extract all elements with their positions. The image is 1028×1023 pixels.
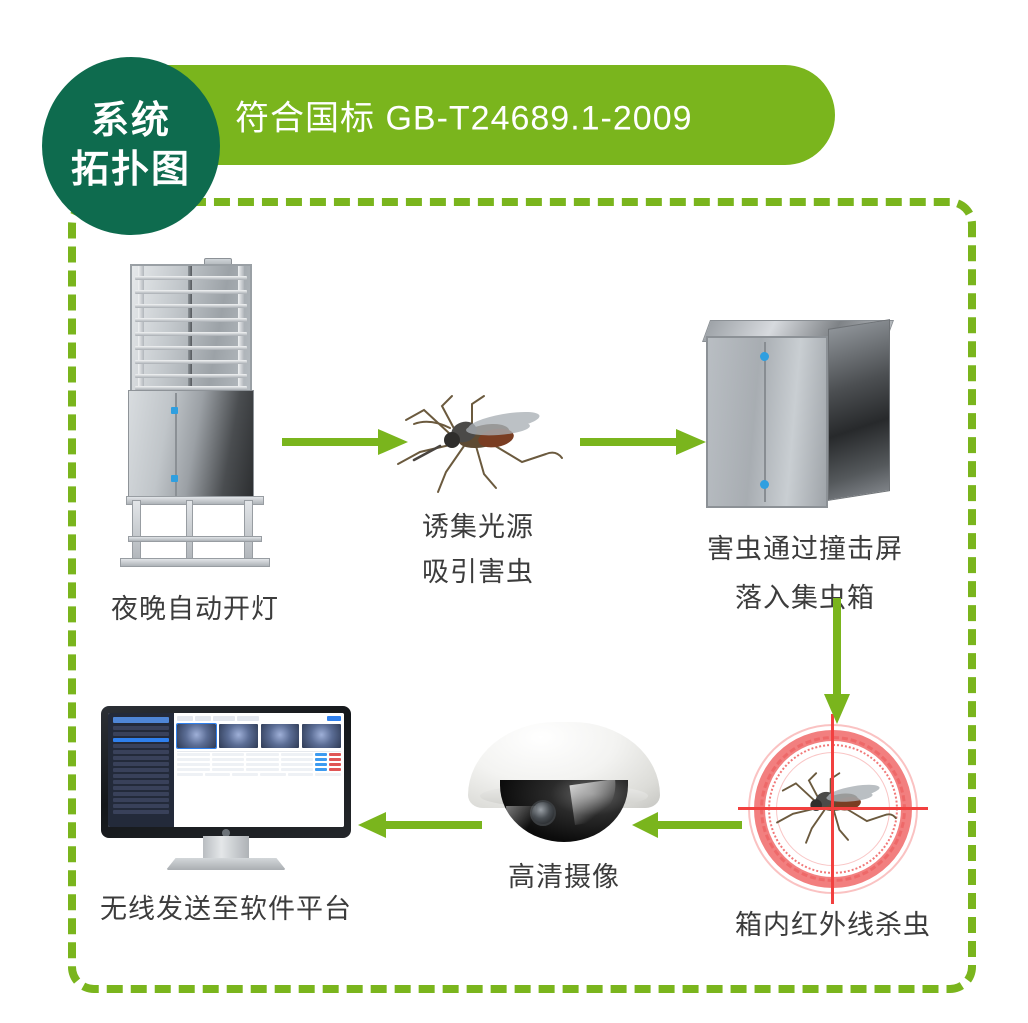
monitor-logo-icon (222, 829, 230, 837)
arrow-trap-to-mosquito (282, 429, 408, 455)
dashboard-main-panel (174, 713, 344, 827)
node-infrared-kill: 箱内红外线杀虫 (735, 714, 931, 943)
badge-title-line-2: 拓扑图 (70, 149, 191, 191)
arrow-mosquito-to-collector (580, 429, 706, 455)
diagram-dashed-frame (68, 198, 976, 993)
node-software-platform: 无线发送至软件平台 (100, 706, 352, 927)
node-collection-box: 害虫通过撞击屏 落入集虫箱 (700, 318, 910, 615)
dome-camera-icon (468, 722, 660, 846)
cabinet-front-doors (706, 336, 828, 508)
dashboard-thumbnail-strip (176, 723, 342, 749)
badge-title-line-1: 系统 (90, 100, 171, 143)
infrared-target-icon (738, 714, 928, 904)
trap-support-frame-icon (120, 496, 270, 570)
monitor-stand-neck (203, 836, 249, 860)
node-hd-camera-label: 高清摄像 (508, 862, 620, 892)
mosquito-icon (380, 388, 576, 500)
dashboard-data-table (177, 751, 342, 777)
arrow-infrared-to-camera (632, 812, 742, 838)
node-software-platform-label: 无线发送至软件平台 (100, 894, 352, 924)
node-attract-light-label-line-1: 诱集光源 (422, 512, 534, 542)
desktop-monitor-icon (101, 706, 351, 878)
arrow-camera-to-monitor (358, 812, 482, 838)
trap-cabinet-icon (128, 390, 254, 500)
topology-title-badge: 系统 拓扑图 (42, 57, 220, 235)
camera-lens-icon (530, 800, 556, 826)
monitor-stand-base (166, 858, 286, 870)
dashboard-screen (108, 713, 344, 827)
collection-cabinet-icon (700, 318, 910, 518)
node-infrared-kill-label: 箱内红外线杀虫 (735, 910, 931, 940)
insect-trap-tower-icon (100, 258, 290, 576)
dashboard-sidebar (108, 713, 175, 827)
header-banner: 符合国标 GB-T24689.1-2009 (150, 65, 835, 165)
node-attract-light: 诱集光源 吸引害虫 (380, 388, 576, 589)
node-attract-light-label-line-2: 吸引害虫 (422, 556, 534, 587)
node-insect-trap-label: 夜晚自动开灯 (111, 594, 279, 624)
crosshair-vertical (831, 714, 834, 904)
node-collection-box-label-line-1: 害虫通过撞击屏 (707, 534, 903, 564)
node-collection-box-label-line-2: 落入集虫箱 (735, 582, 875, 613)
trap-louver-cage-icon (130, 264, 252, 392)
standard-compliance-text: 符合国标 GB-T24689.1-2009 (235, 99, 693, 138)
arrow-collector-to-infrared (824, 598, 850, 724)
targeted-mosquito-icon (764, 766, 906, 855)
node-insect-trap: 夜晚自动开灯 (100, 258, 290, 627)
cabinet-side-panel (828, 319, 890, 501)
node-hd-camera: 高清摄像 (468, 722, 660, 895)
